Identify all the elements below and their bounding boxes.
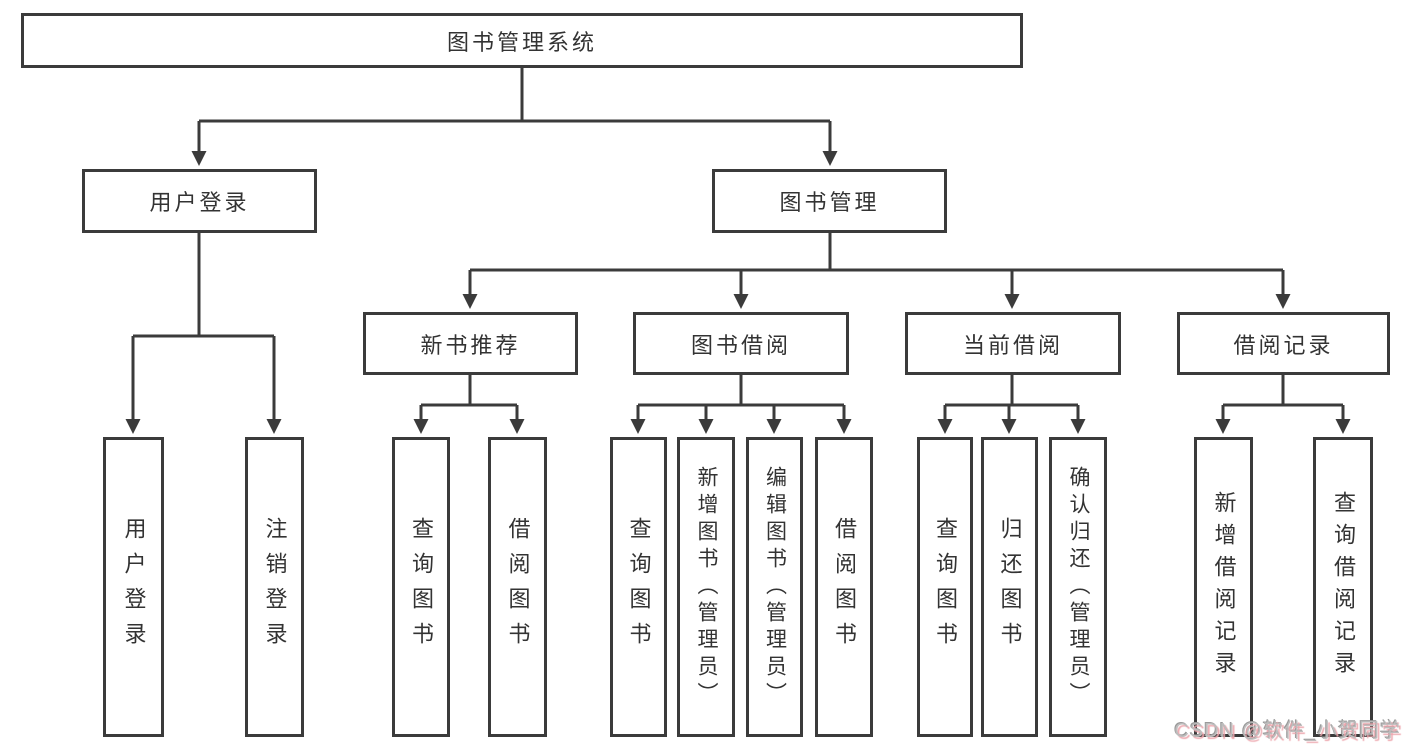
connector-book-borrow-trunk [638,375,844,407]
leaf-borrow-book-2: 借阅图书 [815,437,873,737]
node-user-login-label: 用户登录 [149,190,250,215]
node-user-login: 用户登录 [82,169,317,233]
leaf-add-borrow-record-label: 新增借阅记录 [1211,491,1237,683]
node-borrow-record-label: 借阅记录 [1233,332,1334,358]
leaf-edit-book: 编辑图书（管理员） [746,437,803,737]
leaf-add-book-label: 新增图书（管理员） [695,465,718,709]
node-new-book-rec: 新书推荐 [363,312,578,375]
csdn-watermark: CSDN @软件_小贺同学 [1174,720,1401,742]
node-current-borrow-label: 当前借阅 [962,332,1063,358]
leaf-borrow-book-1-label: 借阅图书 [505,517,531,657]
node-current-borrow: 当前借阅 [905,312,1121,375]
leaf-add-book: 新增图书（管理员） [677,437,735,737]
node-book-mgmt: 图书管理 [712,169,947,233]
node-book-mgmt-label: 图书管理 [779,190,880,215]
leaf-logout-label: 注销登录 [262,517,288,657]
node-root: 图书管理系统 [21,13,1023,68]
leaf-return-book-label: 归还图书 [997,517,1023,657]
leaf-confirm-return: 确认归还（管理员） [1049,437,1107,737]
connector-root-trunk [199,68,830,123]
leaf-logout: 注销登录 [245,437,304,737]
leaf-query-book-1: 查询图书 [392,437,450,737]
connector-new-book-rec-trunk [421,375,517,407]
leaf-user-login: 用户登录 [103,437,164,737]
leaf-borrow-book-2-label: 借阅图书 [832,517,857,657]
connector-book-mgmt-trunk [470,233,1283,272]
leaf-query-borrow-record: 查询借阅记录 [1313,437,1373,737]
leaf-query-book-3: 查询图书 [917,437,973,737]
leaf-query-book-3-label: 查询图书 [933,517,958,657]
connector-user-login-trunk [133,233,274,338]
leaf-query-book-2: 查询图书 [610,437,667,737]
leaf-edit-book-label: 编辑图书（管理员） [763,465,787,709]
leaf-query-borrow-record-label: 查询借阅记录 [1331,491,1356,683]
leaf-borrow-book-1: 借阅图书 [488,437,547,737]
node-book-borrow-label: 图书借阅 [690,332,791,358]
leaf-confirm-return-label: 确认归还（管理员） [1067,465,1090,709]
leaf-add-borrow-record: 新增借阅记录 [1194,437,1253,737]
node-root-label: 图书管理系统 [446,29,597,55]
connector-current-borrow-trunk [945,375,1078,407]
leaf-query-book-1-label: 查询图书 [409,517,434,657]
leaf-return-book: 归还图书 [981,437,1038,737]
leaf-user-login-label: 用户登录 [121,517,147,657]
node-new-book-rec-label: 新书推荐 [420,332,521,358]
leaf-query-book-2-label: 查询图书 [626,517,652,657]
connector-borrow-record-trunk [1223,375,1343,407]
node-borrow-record: 借阅记录 [1177,312,1390,375]
node-book-borrow: 图书借阅 [633,312,849,375]
